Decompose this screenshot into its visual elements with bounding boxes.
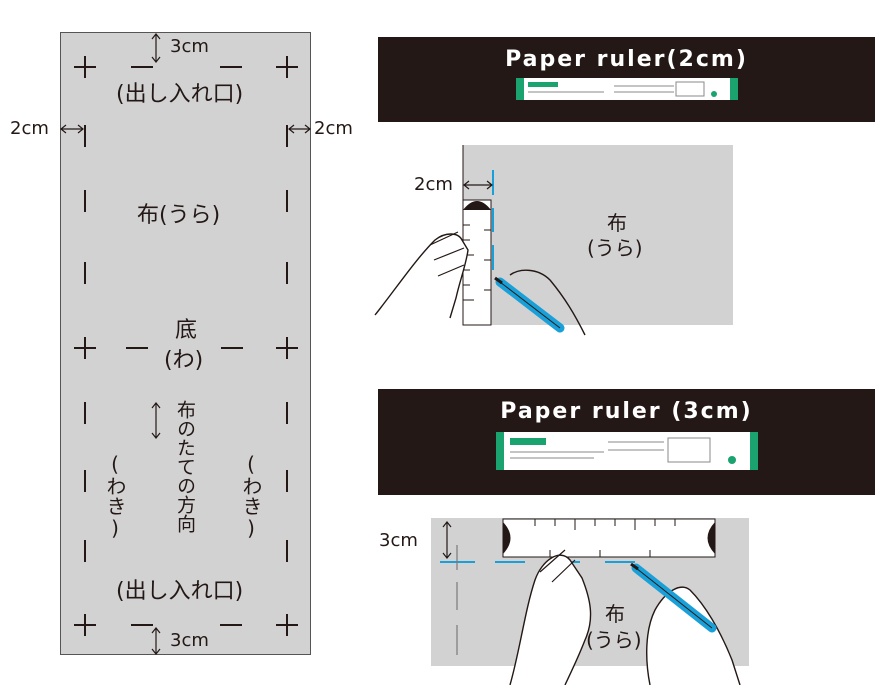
bottom-fold-sub: (わ) [164,348,204,373]
left-margin-label: 2cm [10,118,49,139]
ruler-3cm-measure: 3cm [379,530,418,551]
grain-direction-label: 布のたての方向 [174,400,196,533]
ruler-3cm-strip [495,432,758,470]
bottom-margin-label: 3cm [170,630,209,651]
ruler-3cm-fabric-sub: (うら) [586,628,642,652]
ruler-3cm-scene [440,518,741,685]
bottom-fold-title: 底 [175,318,198,343]
ruler-2cm-strip [515,78,738,100]
side-left-label: (わき) [103,452,127,540]
ruler-2cm-title: Paper ruler(2cm) [505,47,748,72]
top-margin-label: 3cm [170,36,209,57]
ruler-2cm-measure: 2cm [414,174,453,195]
side-right-label: (わき) [239,452,263,540]
ruler-2cm-fabric: 布 [607,211,627,235]
fabric-panel [60,32,311,655]
right-margin-label: 2cm [314,118,353,139]
pattern-marks [60,33,311,655]
fabric-2cm [463,145,733,325]
bottom-opening-label: (出し入れ口) [116,579,244,604]
ruler-2cm-banner: Paper ruler(2cm) [378,37,875,122]
fabric-back-label: 布(うら) [137,203,221,228]
ruler-3cm-banner: Paper ruler (3cm) [378,389,875,495]
top-opening-label: (出し入れ口) [116,82,244,107]
ruler-3cm-fabric: 布 [605,602,625,626]
ruler-2cm-fabric-sub: (うら) [587,236,643,260]
ruler-3cm-title: Paper ruler (3cm) [500,399,753,424]
ruler-2cm-scene [374,145,586,336]
